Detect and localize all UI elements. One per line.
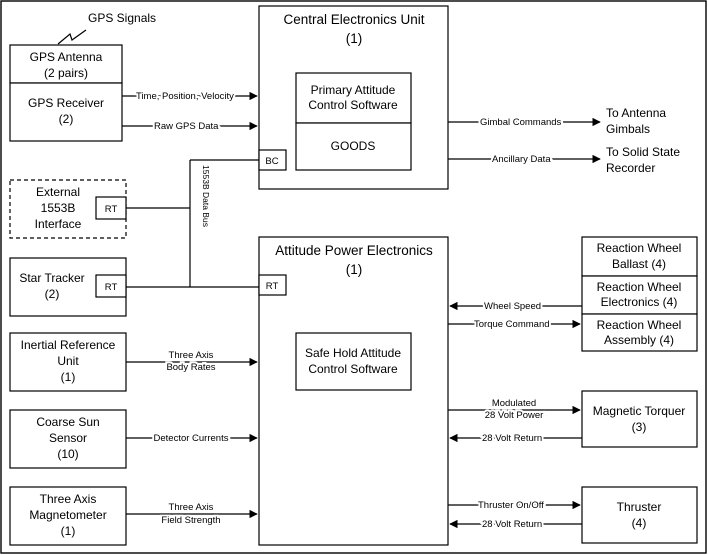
star-tracker-rt-port [95, 274, 127, 298]
iru-line1: Inertial Reference [21, 338, 116, 352]
star-tracker-title: Star Tracker [19, 271, 84, 285]
star-tracker-count: (2) [45, 287, 60, 301]
magnetometer-line1: Three Axis [40, 492, 97, 506]
gps-antenna-title: GPS Antenna [30, 50, 103, 64]
magnetometer-line3: (1) [61, 524, 76, 538]
primary-software-line2: Control Software [308, 98, 398, 112]
thruster-box [581, 486, 698, 544]
bc-label: BC [265, 156, 278, 167]
mag-return-label: 28 Volt Return [482, 433, 542, 444]
thruster-onoff-label: Thruster On/Off [478, 500, 544, 511]
safe-hold-line1: Safe Hold Attitude [305, 346, 401, 360]
torque-command-label: Torque Command [474, 319, 550, 330]
ceu-title: Central Electronics Unit [283, 12, 424, 27]
gps-receiver-box [9, 82, 123, 142]
external-interface-line3: Interface [35, 217, 82, 231]
reaction-wheel-electronics-box [581, 275, 698, 315]
thruster-line1: Thruster [617, 500, 662, 514]
wheel-speed-label: Wheel Speed [484, 301, 541, 312]
iru-line3: (1) [61, 370, 76, 384]
coarse-sun-sensor-box [9, 409, 127, 469]
sun-sensor-line1: Coarse Sun [36, 415, 99, 429]
magnetometer-line2: Magnetometer [29, 508, 106, 522]
ape-count: (1) [346, 262, 363, 277]
goods-box [295, 122, 412, 171]
gps-receiver-title: GPS Receiver [28, 96, 104, 110]
ancillary-data-label: Ancillary Data [492, 154, 551, 165]
mag-torquer-line2: (3) [632, 420, 647, 434]
gimbal-commands-label: Gimbal Commands [480, 117, 562, 128]
attitude-power-electronics-box [258, 236, 449, 546]
gps-signals-label: GPS Signals [88, 11, 156, 25]
magnetic-torquer-box [581, 390, 698, 448]
star-tracker-rt-label: RT [105, 282, 118, 293]
gps-antenna-count: (2 pairs) [44, 66, 88, 80]
goods-label: GOODS [331, 139, 376, 153]
field-strength-line1: Three Axis [169, 502, 214, 513]
sun-sensor-line3: (10) [57, 447, 78, 461]
lightning-bolt-icon [57, 29, 87, 45]
modulated-line1: Modulated [492, 398, 536, 409]
ape-title: Attitude Power Electronics [275, 243, 433, 258]
gps-receiver-count: (2) [59, 112, 74, 126]
thruster-line2: (4) [632, 516, 647, 530]
thruster-return-label: 28 Volt Return [482, 519, 542, 530]
modulated-line2: 28 Volt Power [485, 410, 544, 421]
sun-sensor-line2: Sensor [49, 431, 87, 445]
magnetometer-box [9, 486, 127, 546]
safe-hold-line2: Control Software [308, 362, 398, 376]
to-recorder-line1: To Solid State [606, 145, 680, 159]
rw-assembly-line1: Reaction Wheel [597, 318, 682, 332]
iru-line2: Unit [57, 354, 79, 368]
primary-software-line1: Primary Attitude [311, 83, 396, 97]
mag-torquer-line1: Magnetic Torquer [593, 404, 686, 418]
field-strength-line2: Field Strength [161, 515, 220, 526]
to-antenna-gimbals-line2: Gimbals [606, 122, 650, 136]
external-interface-line1: External [36, 185, 80, 199]
rw-ballast-line1: Reaction Wheel [597, 241, 682, 255]
ape-rt-label: RT [266, 281, 279, 292]
rw-assembly-line2: Assembly (4) [604, 333, 674, 347]
safe-hold-software-box [295, 332, 412, 391]
ceu-count: (1) [346, 31, 363, 46]
to-antenna-gimbals-line1: To Antenna [606, 106, 666, 120]
rw-ballast-line2: Ballast (4) [612, 257, 666, 271]
body-rates-line1: Three Axis [169, 350, 214, 361]
body-rates-line2: Body Rates [166, 362, 215, 373]
rw-electronics-line1: Reaction Wheel [597, 280, 682, 294]
external-rt-label: RT [105, 204, 118, 215]
to-recorder-line2: Recorder [606, 161, 655, 175]
inertial-reference-unit-box [9, 332, 127, 392]
rw-electronics-line2: Electronics (4) [601, 295, 678, 309]
external-interface-line2: 1553B [41, 201, 76, 215]
data-bus-label: 1553B Data Bus [201, 165, 211, 227]
raw-gps-data-label: Raw GPS Data [154, 121, 219, 132]
ape-rt-port [258, 274, 287, 296]
reaction-wheel-assembly-box [581, 313, 698, 352]
time-position-velocity-label: Time, Position, Velocity [136, 91, 234, 102]
detector-currents-label: Detector Currents [154, 433, 229, 444]
